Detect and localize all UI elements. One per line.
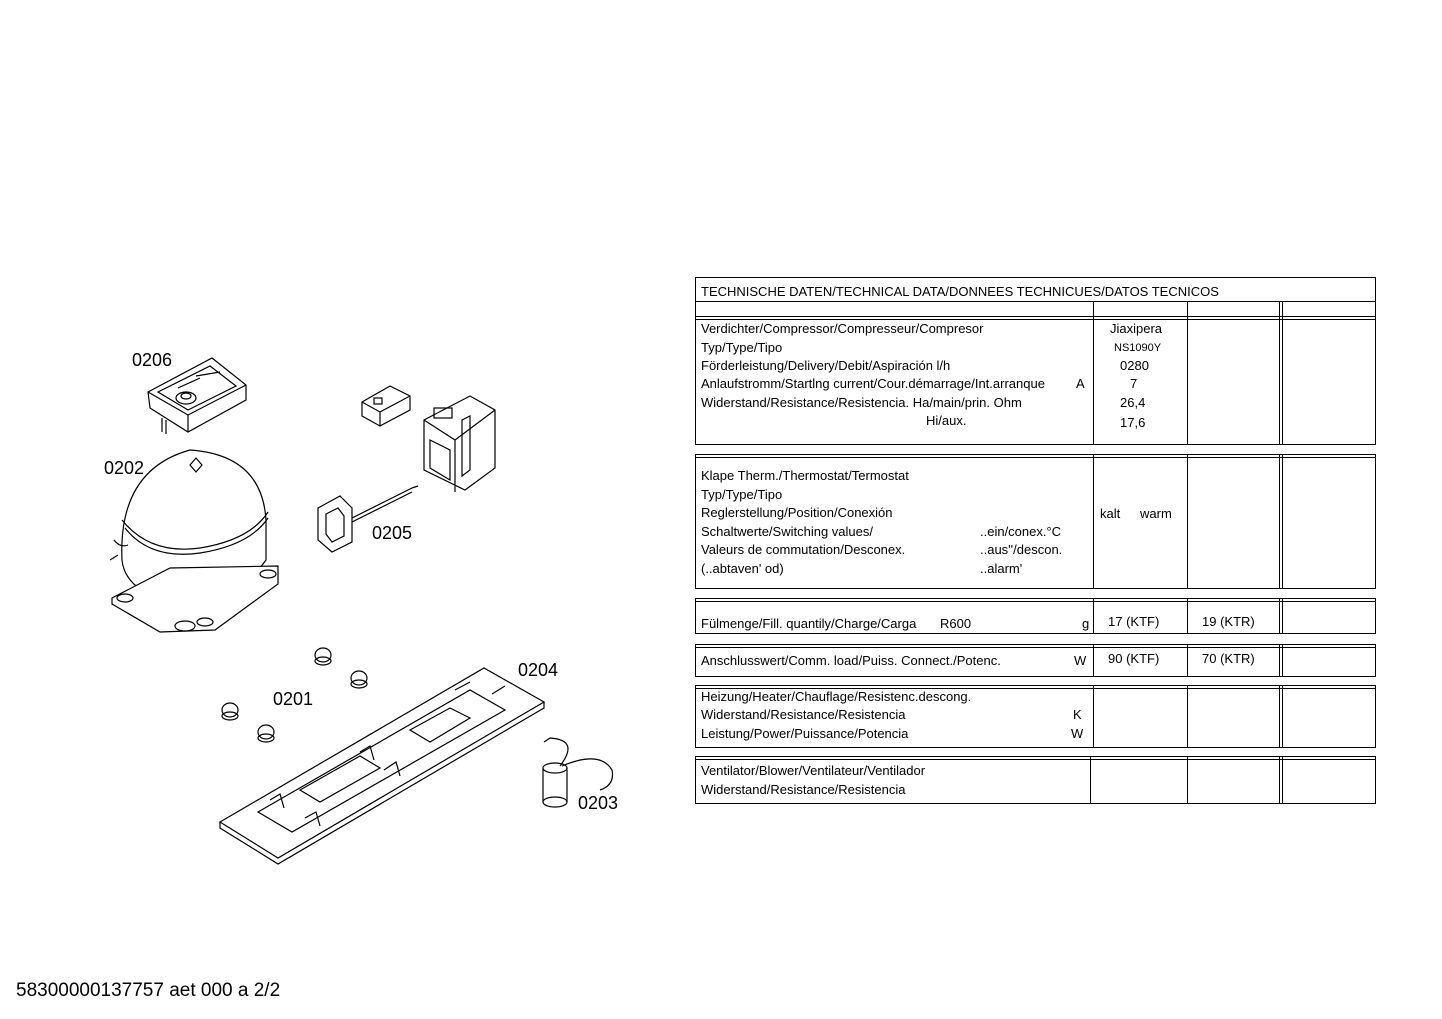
fill-value-2: 19 (KTR) xyxy=(1202,614,1255,629)
compressor-value: 26,4 xyxy=(1120,395,1146,410)
fill-section xyxy=(695,598,1376,634)
capacitor-part-0203 xyxy=(542,737,614,808)
load-value-1: 90 (KTF) xyxy=(1108,651,1160,666)
relay-cover-part xyxy=(423,395,496,492)
part-label-0203: 0203 xyxy=(578,793,619,813)
thermostat-row: Klape Therm./Thermostat/Termostat xyxy=(701,468,909,483)
thermostat-row: Typ/Type/Tipo xyxy=(701,487,783,502)
compressor-value: 7 xyxy=(1130,376,1138,391)
thermostat-section xyxy=(695,454,1376,589)
blower-row: Widerstand/Resistance/Resistencia xyxy=(701,782,906,797)
unit-a: A xyxy=(1076,376,1085,391)
load-unit: W xyxy=(1074,653,1087,668)
compressor-row: Anlaufstromm/Startlng current/Cour.démar… xyxy=(701,376,1045,391)
compressor-section xyxy=(695,277,1376,445)
thermostat-row: Schaltwerte/Switching values/ xyxy=(701,524,873,539)
compressor-row: Typ/Type/Tipo xyxy=(701,340,783,355)
thermostat-kalt: kalt xyxy=(1100,506,1121,521)
fill-gas: R600 xyxy=(940,616,972,631)
heater-unit-w: W xyxy=(1071,726,1084,741)
fill-label: Fülmenge/Fill. quantily/Charge/Carga xyxy=(701,616,917,631)
thermal-protector-part-0205 xyxy=(317,485,419,553)
heater-row: Leistung/Power/Puissance/Potencia xyxy=(701,726,909,741)
thermostat-warm: warm xyxy=(1140,506,1172,521)
part-label-0202: 0202 xyxy=(104,458,145,478)
compressor-value: 17,6 xyxy=(1120,415,1146,430)
compressor-row: Widerstand/Resistance/Resistencia. Ha/ma… xyxy=(701,395,1022,410)
relay-part xyxy=(361,385,411,427)
exploded-parts-drawing xyxy=(109,357,614,865)
compressor-value: NS1090Y xyxy=(1114,342,1162,354)
compressor-row: Verdichter/Compressor/Compresseur/Compre… xyxy=(701,321,984,336)
load-value-2: 70 (KTR) xyxy=(1202,651,1255,666)
document-footer: 58300000137757 aet 000 a 2/2 xyxy=(16,980,281,1001)
compressor-row: Förderleistung/Delivery/Debit/Aspiración… xyxy=(701,358,951,373)
compressor-part-0202 xyxy=(109,449,279,633)
fill-unit: g xyxy=(1082,616,1090,631)
cover-part-0206 xyxy=(147,357,247,434)
blower-row: Ventilator/Blower/Ventilateur/Ventilador xyxy=(701,763,926,778)
thermostat-row: Valeurs de commutation/Desconex. xyxy=(701,542,906,557)
heater-row: Widerstand/Resistance/Resistencia xyxy=(701,707,906,722)
heater-unit-k: K xyxy=(1073,707,1082,722)
fill-value-1: 17 (KTF) xyxy=(1108,614,1160,629)
thermostat-mid: ..ein/conex.°C xyxy=(980,524,1062,539)
load-section xyxy=(695,644,1376,677)
compressor-row: Hi/aux. xyxy=(926,413,967,428)
grommet-parts-0201 xyxy=(221,647,368,743)
load-label: Anschlusswert/Comm. load/Puiss. Connect.… xyxy=(701,653,1001,668)
blower-section xyxy=(695,756,1376,804)
compressor-value: 0280 xyxy=(1120,358,1149,373)
thermostat-mid: ..aus''/descon. xyxy=(980,542,1063,557)
table-title: TECHNISCHE DATEN/TECHNICAL DATA/DONNEES … xyxy=(701,284,1219,299)
heater-section xyxy=(695,685,1376,748)
part-label-0205: 0205 xyxy=(372,523,413,543)
thermostat-row: Reglerstellung/Position/Conexión xyxy=(701,505,893,520)
thermostat-row: (..abtaven' od) xyxy=(701,561,784,576)
part-label-0206: 0206 xyxy=(132,350,173,370)
base-plate-part-0204 xyxy=(218,667,546,865)
part-label-0204: 0204 xyxy=(518,660,559,680)
heater-row: Heizung/Heater/Chauflage/Resistenc.desco… xyxy=(701,689,972,704)
part-label-0201: 0201 xyxy=(273,689,314,709)
compressor-value: Jiaxipera xyxy=(1110,321,1163,336)
thermostat-mid: ..alarm' xyxy=(980,561,1023,576)
